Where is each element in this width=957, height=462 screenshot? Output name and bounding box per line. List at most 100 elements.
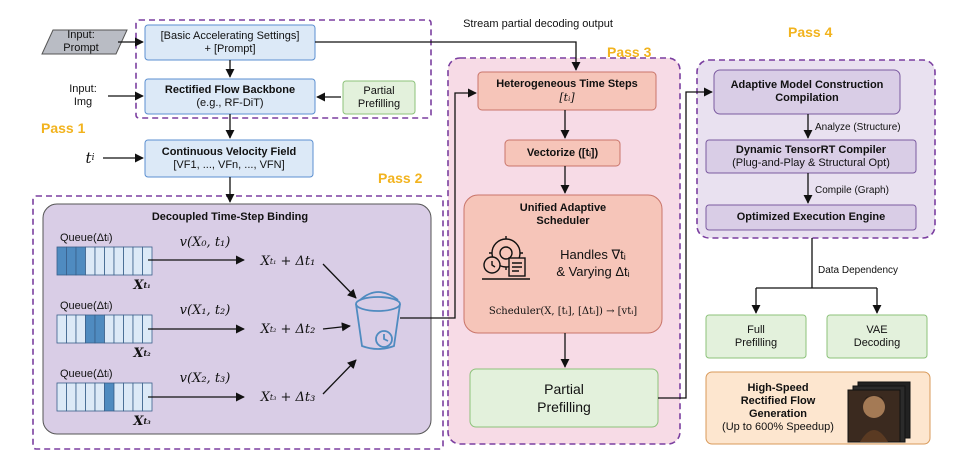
backbone-sub: (e.g., RF-DiT) — [196, 96, 264, 109]
output-line2: Rectified Flow — [740, 395, 816, 407]
pass1-label: Pass 1 — [41, 120, 86, 136]
ti-subscript: i — [91, 152, 95, 163]
compile-label: Compile (Graph) — [815, 184, 889, 196]
mc-line1: Adaptive Model Construction — [730, 79, 884, 91]
queue-2-cell — [85, 314, 96, 344]
input-prompt-line1: Input: — [67, 29, 95, 41]
arrow-row3-bucket — [322, 359, 357, 395]
engine-box — [705, 204, 917, 231]
queue-3-cell — [66, 382, 77, 412]
decoupled-title: Decoupled Time-Step Binding — [151, 210, 309, 223]
scheduler-box — [463, 194, 663, 334]
queue-1-cell — [56, 246, 67, 276]
output-line3: Generation — [748, 408, 808, 420]
scheduler-formula: Scheduler(X, [tᵢ], [Δtᵢ]) → [vtᵢ] — [488, 305, 638, 317]
compiler-title: Dynamic TensorRT Compiler — [735, 143, 887, 156]
velocity-sub: [VF1, ..., VFn, ..., VFN] — [173, 158, 285, 171]
backbone-text: Rectified Flow Backbone (e.g., RF-DiT) — [145, 79, 315, 114]
input-prompt-shape — [41, 29, 128, 55]
scheduler-gear-icon — [482, 236, 530, 280]
arrow-row2-bucket — [322, 322, 351, 332]
line-data-dependency — [756, 238, 877, 289]
input-img-label: Input: Img — [58, 81, 108, 111]
bucket-icon — [355, 291, 401, 350]
basic-settings-text: [Basic Accelerating Settings] + [Prompt] — [145, 25, 315, 60]
input-prompt-line2: Prompt — [63, 42, 99, 54]
queue-1-cell — [66, 246, 77, 276]
compiler-box — [705, 139, 917, 174]
fp-line1: Full — [747, 323, 765, 336]
queue-2-cell — [66, 314, 77, 344]
queue-3-cell — [104, 382, 115, 412]
engine-text: Optimized Execution Engine — [736, 211, 886, 223]
velocity-box — [144, 139, 314, 178]
vae-decoding-box — [826, 314, 928, 359]
compiler-text: Dynamic TensorRT Compiler (Plug-and-Play… — [706, 140, 916, 173]
velocity-2-label: v(X₁, t₂) — [179, 302, 231, 318]
pass3-label: Pass 3 — [607, 44, 652, 60]
queue-1-cell — [85, 246, 96, 276]
queue-1-cell — [142, 246, 153, 276]
compiler-sub: (Plug-and-Play & Structural Opt) — [732, 156, 890, 169]
handles-line2: & Varying Δtᵢ — [556, 264, 630, 279]
vae-line2: Decoding — [853, 336, 901, 349]
data-dependency-label: Data Dependency — [818, 264, 899, 276]
queue-3-cell — [85, 382, 96, 412]
hetero-sub: [tᵢ] — [559, 91, 575, 104]
partial-prefilling-text-1: Partial Prefilling — [343, 81, 415, 114]
velocity-title: Continuous Velocity Field — [161, 145, 297, 158]
queue-3-cell — [123, 382, 134, 412]
scheduler-title-line1: Unified Adaptive — [519, 202, 607, 214]
pass1-region — [135, 19, 432, 119]
scheduler-title: Unified Adaptive Scheduler — [464, 200, 662, 230]
input-img-line2: Img — [73, 96, 93, 108]
queue-2-cell — [104, 314, 115, 344]
velocity-text: Continuous Velocity Field [VF1, ..., VFn… — [145, 140, 313, 177]
queue-1-cell — [123, 246, 134, 276]
queue-1-cell — [94, 246, 105, 276]
partial-prefilling-text-2: Partial Prefilling — [470, 369, 658, 427]
queue-1-cell — [75, 246, 86, 276]
vae-line1: VAE — [866, 323, 888, 336]
basic-settings-line1: [Basic Accelerating Settings] — [160, 29, 300, 42]
full-prefilling-text: Full Prefilling — [706, 315, 806, 358]
pp1-line1: Partial — [363, 84, 395, 97]
backbone-title: Rectified Flow Backbone — [164, 83, 296, 96]
handles-line1: Handles ∇tᵢ — [560, 247, 626, 262]
scheduler-handles: Handles ∇tᵢ & Varying Δtᵢ — [534, 243, 652, 283]
input-prompt-label: Input: Prompt — [48, 29, 114, 54]
scheduler-title-line2: Scheduler — [536, 215, 590, 227]
hetero-text: Heterogeneous Time Steps [tᵢ] — [478, 72, 656, 110]
arrow-row1-bucket — [322, 263, 357, 299]
velocity-1-label: v(X₀, t₁) — [179, 234, 231, 250]
stream-label: Stream partial decoding output — [463, 17, 613, 30]
pp2-line2: Prefilling — [537, 399, 591, 415]
output-line1: High-Speed — [747, 382, 809, 394]
pass2-region — [32, 195, 444, 450]
queue-2-cell — [94, 314, 105, 344]
vectorize-box — [504, 139, 621, 167]
hetero-title: Heterogeneous Time Steps — [496, 78, 638, 90]
queue-2-cell — [113, 314, 124, 344]
queue-3-cell — [113, 382, 124, 412]
queue-3-cell — [132, 382, 143, 412]
queue-2-cell — [75, 314, 86, 344]
queue-1-cell — [113, 246, 124, 276]
basic-settings-line2: + [Prompt] — [204, 42, 256, 55]
arrow-prefill-to-pass4 — [658, 87, 713, 399]
arrow-stream-output — [315, 41, 581, 71]
portrait-thumbnails — [847, 381, 911, 443]
vectorize-text: Vectorize ([tᵢ]) — [526, 146, 599, 159]
pp2-line1: Partial — [544, 381, 584, 397]
vae-decoding-text: VAE Decoding — [827, 315, 927, 358]
queue-3-cell — [94, 382, 105, 412]
analyze-label: Analyze (Structure) — [815, 121, 901, 133]
queue-3-cell — [56, 382, 67, 412]
